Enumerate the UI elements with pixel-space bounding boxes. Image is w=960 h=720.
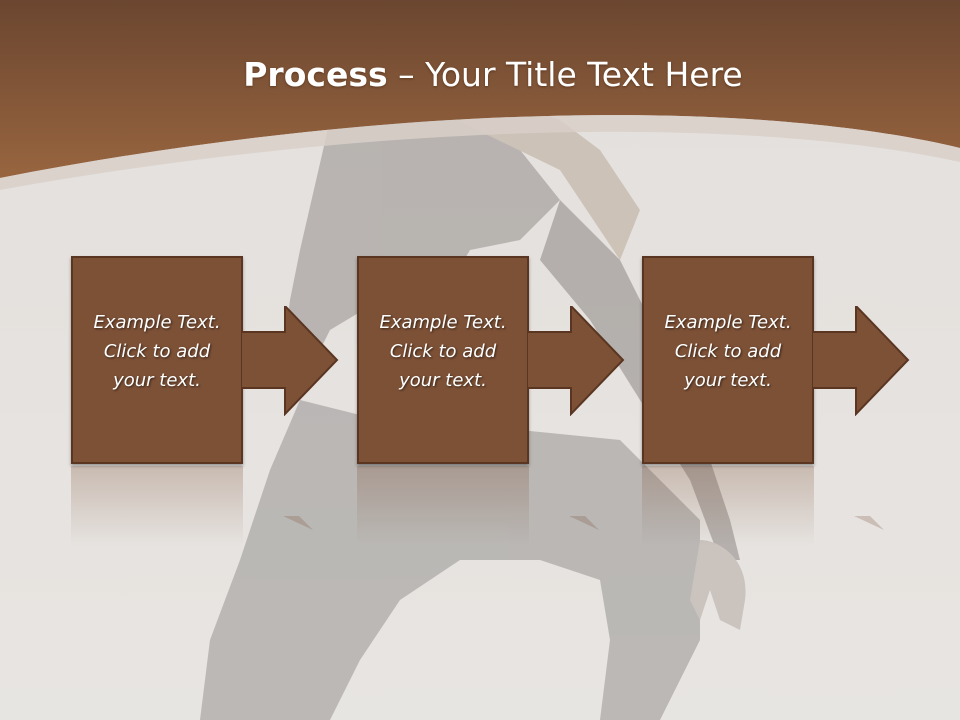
process-step-3[interactable]: Example Text. Click to add your text.	[642, 256, 910, 464]
arrow-right-icon	[812, 306, 910, 416]
step-text[interactable]: Example Text. Click to add your text.	[379, 312, 507, 391]
process-step-2[interactable]: Example Text. Click to add your text.	[357, 256, 625, 464]
step-box[interactable]	[642, 256, 814, 464]
arrow-right-icon	[527, 306, 625, 416]
process-step-1[interactable]: Example Text. Click to add your text.	[71, 256, 339, 464]
step-reflection	[357, 466, 529, 546]
step-box[interactable]	[357, 256, 529, 464]
arrow-reflection	[569, 516, 599, 530]
title-bold: Process	[243, 55, 388, 94]
title-rest: – Your Title Text Here	[387, 55, 743, 94]
step-reflection	[71, 466, 243, 546]
step-text[interactable]: Example Text. Click to add your text.	[93, 312, 221, 391]
step-reflection	[642, 466, 814, 546]
dancer-photo	[200, 105, 746, 720]
arrow-reflection	[283, 516, 313, 530]
arrow-reflection	[854, 516, 884, 530]
slide-title[interactable]: Process – Your Title Text Here	[0, 52, 960, 98]
arrow-right-icon	[241, 306, 339, 416]
step-text[interactable]: Example Text. Click to add your text.	[664, 312, 792, 391]
